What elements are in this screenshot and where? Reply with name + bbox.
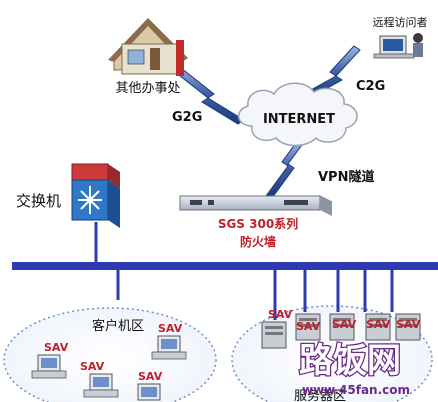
client-pc-3: SAV [151,322,187,360]
server-3: SAV [329,313,357,341]
watermark: 路饭网 www.45fan.com [298,340,410,397]
sav-label: SAV [44,341,69,354]
client-zone-label: 客户机区 [92,318,144,334]
client-pc-2: SAV [80,360,119,398]
switch-icon: 交换机 [16,163,120,228]
sav-label: SAV [396,318,421,331]
sav-label: SAV [80,360,105,373]
remote-visitor-icon: 远程访问者 [373,16,428,59]
client-zone [3,307,217,402]
c2g-label: C2G [356,79,385,94]
watermark-url: www.45fan.com [302,383,410,397]
sav-label: SAV [268,308,293,321]
server-1: SAV [261,308,293,349]
sav-label: SAV [158,322,183,335]
server-4: SAV [365,313,391,341]
watermark-brand: 路饭网 [299,341,401,381]
server-5: SAV [395,313,421,341]
client-pc-4: SAV [137,370,163,401]
firewall-type-label: 防火墙 [240,234,276,249]
firewall-model-label: SGS 300系列 [218,216,298,231]
g2g-label: G2G [172,110,202,125]
vpn-tunnel-label: VPN隧道 [318,169,374,185]
branch-office-label: 其他办事处 [115,81,180,96]
internet-label: INTERNET [263,112,335,127]
vpn-tunnel [265,139,305,199]
firewall-icon: SGS 300系列 防火墙 [179,195,333,249]
internet-cloud: INTERNET [238,82,358,147]
lan-backbone [12,222,438,320]
sav-label: SAV [138,370,163,383]
branch-office-icon: 其他办事处 [108,18,188,96]
server-zone-content: SAV SAV SAV SAV SAV 服务器区 [261,308,421,402]
sav-label: SAV [296,320,321,333]
server-zone-label: 服务器区 [294,388,346,402]
sav-label: SAV [366,318,391,331]
client-zone-content: 客户机区 SAV SAV SAV SAV [31,318,187,401]
g2g-tunnel [169,63,245,125]
client-pc-1: SAV [31,341,69,379]
sav-label: SAV [332,318,357,331]
remote-visitor-label: 远程访问者 [373,16,428,29]
switch-label: 交换机 [16,192,61,210]
server-2: SAV [295,313,321,341]
